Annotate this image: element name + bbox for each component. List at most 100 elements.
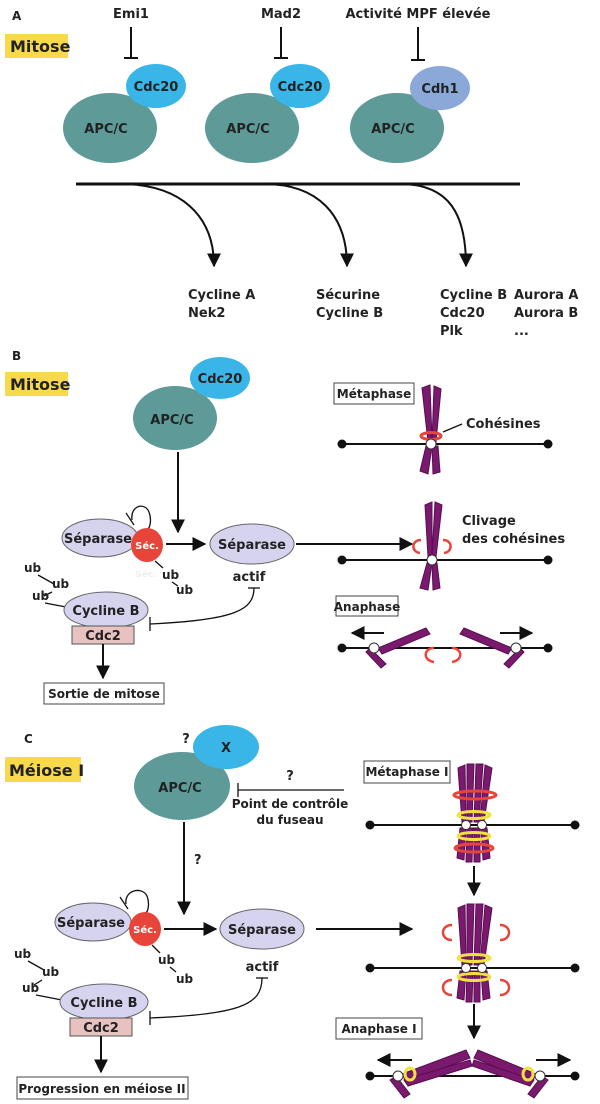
cohesines-label: Cohésines xyxy=(466,417,541,432)
ub-label: ub xyxy=(22,981,40,995)
apc-ellipse xyxy=(134,752,230,820)
cohesines-pointer xyxy=(442,423,463,433)
cohesin-ring-centromeric xyxy=(456,953,492,963)
ub-chain-line xyxy=(151,944,161,954)
clivage-label-2: des cohésines xyxy=(462,532,565,547)
ub-label: ub xyxy=(32,589,50,603)
metaphase-label: Métaphase xyxy=(337,387,411,401)
ub-chain-line xyxy=(33,979,43,986)
centromere xyxy=(425,438,437,450)
separase-ellipse xyxy=(219,908,305,950)
exit-label: Sortie de mitose xyxy=(48,687,160,701)
cohesin-ring-centromeric xyxy=(521,1066,535,1082)
panel-a-letter: A xyxy=(12,9,22,23)
chromatid xyxy=(424,501,433,558)
centromere xyxy=(510,642,522,654)
chromatid xyxy=(431,445,441,475)
cyclin-b-complex-c: ub ub ub Cycline B Cdc2 xyxy=(14,947,149,1037)
apc-ellipse xyxy=(205,93,299,163)
separase-active-c: Séparase actif xyxy=(219,908,305,975)
apc-complex-3: APC/C Cdh1 xyxy=(350,66,470,163)
self-inhibition-loop xyxy=(131,505,152,531)
inhibition-arrows-a xyxy=(124,27,425,61)
panel-c-letter: C xyxy=(24,732,33,746)
metaphase-chromosome xyxy=(337,384,553,475)
ub-label: ub xyxy=(162,568,180,582)
apc-ellipse xyxy=(133,386,217,450)
ub-label: ub xyxy=(52,577,70,591)
x-cofactor-ellipse xyxy=(193,725,259,769)
panel-c-section-label: Méiose I xyxy=(9,761,84,780)
cleaved-cohesin xyxy=(424,646,435,664)
question-mark: ? xyxy=(194,853,202,868)
actif-label: actif xyxy=(246,960,279,975)
spindle-pole xyxy=(570,820,580,830)
apc-complex-c: APC/C X ? xyxy=(134,725,259,820)
ub-label: ub xyxy=(42,965,60,979)
self-inhibition-loop xyxy=(125,889,150,915)
cdc2-label: Cdc2 xyxy=(83,1021,119,1036)
degradation-arrows-a xyxy=(119,183,473,268)
spindle-pole xyxy=(337,439,347,449)
centromere xyxy=(368,642,380,654)
panel-b-section-highlight xyxy=(5,372,68,396)
self-inhibition-bar xyxy=(125,512,135,526)
spindle-pole xyxy=(570,1071,580,1081)
substrate-label: Sécurine xyxy=(316,288,380,303)
substrate-group-4: Aurora A Aurora B ... xyxy=(514,288,578,339)
centromere xyxy=(461,963,471,973)
apc-label: APC/C xyxy=(150,413,193,428)
checkpoint-label-1: Point de contrôle xyxy=(232,797,349,811)
exit-box xyxy=(43,682,165,705)
chromatid xyxy=(431,501,443,558)
panel-a-section-label: Mitose xyxy=(10,37,71,56)
chromatid xyxy=(365,647,387,669)
cleavage-chromosome xyxy=(337,501,553,591)
metaphase-i-box xyxy=(363,760,451,784)
metaphase-box xyxy=(333,382,415,405)
cleaved-cohesin xyxy=(441,923,453,942)
spindle-pole xyxy=(365,963,375,973)
panel-c-section-highlight xyxy=(5,757,81,782)
centromere xyxy=(461,820,471,830)
spindle-pole xyxy=(543,555,553,565)
chromatid xyxy=(466,763,475,823)
substrate-group-2: Sécurine Cycline B xyxy=(316,288,383,321)
separase-securin-complex-c: Séparase Séc. ub ub xyxy=(54,889,194,986)
cyclin-b-complex-b: ub ub ub Cycline B Cdc2 xyxy=(24,561,149,645)
inhibitor-mpf: Activité MPF élevée xyxy=(346,7,491,22)
progression-label: Progression en méiose II xyxy=(18,1082,185,1096)
ub-chain-line xyxy=(27,960,45,971)
cdh1-ellipse xyxy=(410,66,470,110)
apc-label: APC/C xyxy=(226,122,269,137)
substrate-label: Aurora A xyxy=(514,288,578,303)
cleaved-cohesin xyxy=(499,978,511,997)
metaphase-i-bivalent xyxy=(365,763,580,863)
securin-label: Séc. xyxy=(135,540,159,552)
spindle-pole xyxy=(337,555,347,565)
ub-chain-line xyxy=(43,591,53,597)
chromatid xyxy=(466,903,475,966)
centromere xyxy=(477,963,487,973)
chromatid xyxy=(431,562,441,591)
separase-ellipse xyxy=(209,523,295,565)
cdc20-label: Cdc20 xyxy=(198,372,243,387)
ub-chain-line xyxy=(169,966,177,973)
substrate-label: Cdc20 xyxy=(440,306,485,321)
chromatid xyxy=(419,562,433,591)
cleaved-cohesin xyxy=(451,646,462,664)
cdc20-ellipse xyxy=(190,357,250,399)
self-inhibition-bar xyxy=(119,896,129,910)
ub-label: ub xyxy=(176,583,194,597)
securin-ellipse xyxy=(129,912,161,946)
ub-chain-line xyxy=(154,560,164,569)
cohesin-ring-centromeric xyxy=(456,831,492,841)
apc-complex-b: APC/C Cdc20 xyxy=(133,357,250,450)
anaphase-box xyxy=(335,595,399,617)
chromatid xyxy=(419,445,433,475)
question-mark: ? xyxy=(182,732,190,747)
centromere xyxy=(392,1070,404,1082)
substrate-label: Cycline B xyxy=(440,288,507,303)
separase-securin-complex-b: Séparase Séc. Séc. ub ub xyxy=(61,505,194,597)
spindle-pole xyxy=(365,1071,375,1081)
